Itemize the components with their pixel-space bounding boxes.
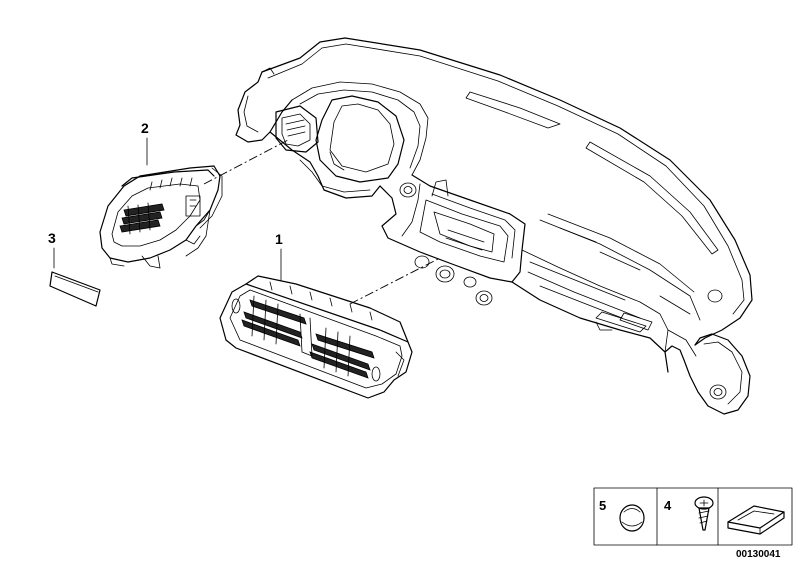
parts-legend: 5 4 00130041 [593, 487, 793, 560]
callout-label-2: 2 [141, 120, 149, 136]
part-callouts: 2 3 1 [48, 120, 283, 281]
round-cap-icon [619, 504, 645, 532]
legend-number-4: 4 [664, 498, 672, 513]
diagram-id: 00130041 [736, 549, 781, 560]
assembly-lines [203, 139, 441, 305]
side-air-vent [99, 165, 223, 269]
screw-icon [694, 496, 714, 531]
installation-kit-icon [727, 505, 785, 535]
callout-label-3: 3 [48, 230, 56, 246]
callout-label-1: 1 [275, 231, 283, 247]
center-air-vent [219, 275, 413, 399]
dashboard-panel [235, 37, 753, 415]
vent-cover-cap [49, 271, 101, 307]
legend-number-5: 5 [599, 498, 606, 513]
